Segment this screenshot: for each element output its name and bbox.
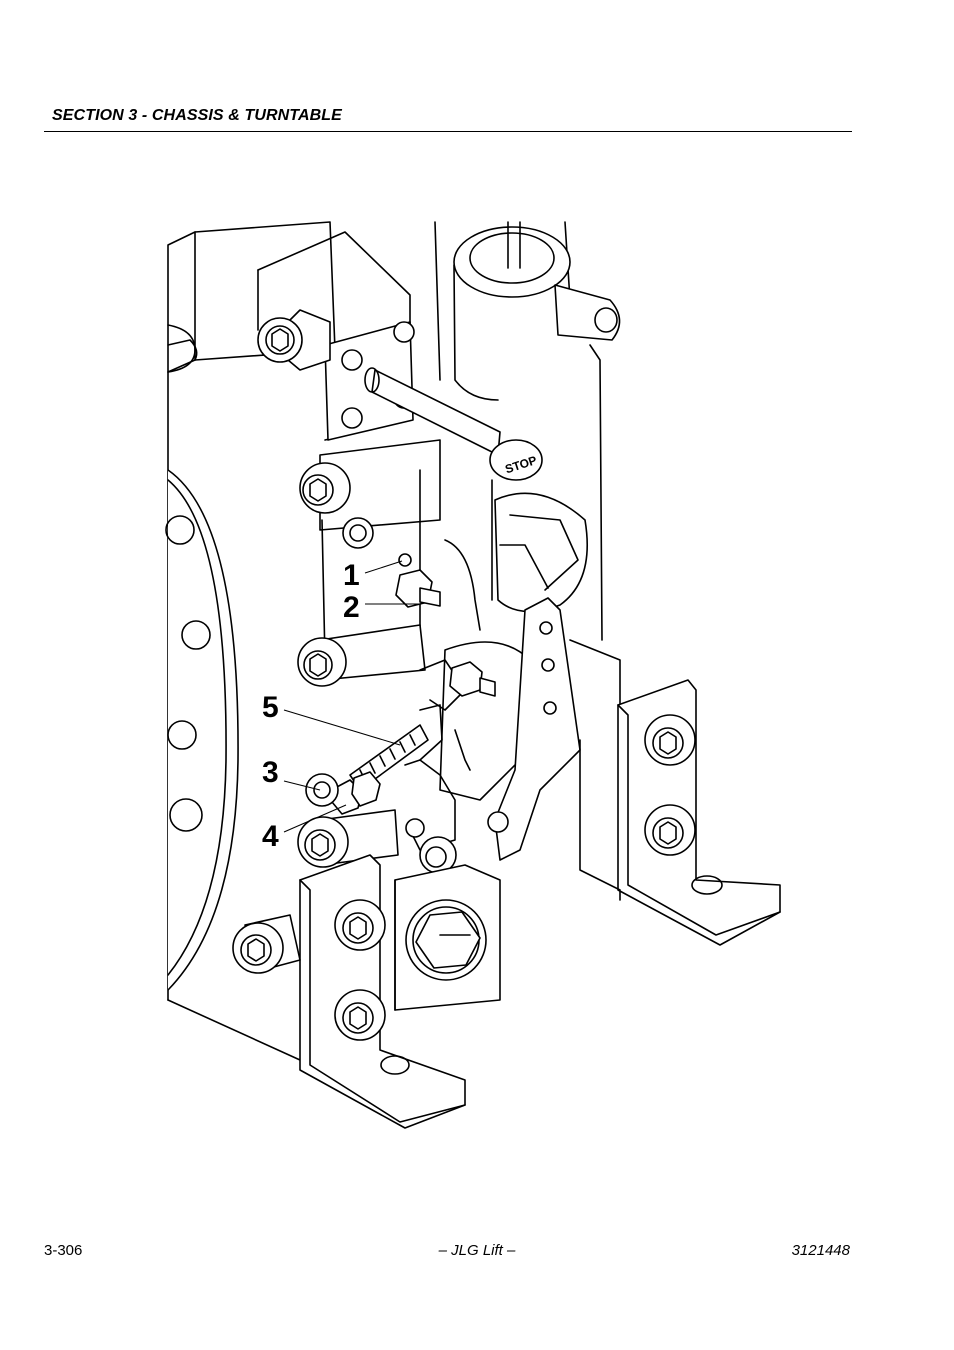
engine-illustration: STOP bbox=[165, 221, 781, 1129]
socket-bolt-left-1 bbox=[299, 439, 441, 531]
callout-5: 5 bbox=[262, 691, 279, 724]
socket-bolt-center bbox=[419, 836, 457, 874]
leader-3 bbox=[283, 780, 321, 791]
adjust-bolt bbox=[331, 724, 429, 815]
socket-bolt-left-2 bbox=[297, 624, 426, 687]
header-divider bbox=[44, 131, 852, 132]
page-number: 3-306 bbox=[44, 1242, 83, 1259]
callout-3: 3 bbox=[262, 756, 279, 789]
hex-plug bbox=[405, 899, 487, 981]
footer-brand: – JLG Lift – bbox=[438, 1242, 516, 1259]
socket-bolt-right-1 bbox=[644, 714, 696, 766]
socket-bolt-right-2 bbox=[644, 804, 696, 856]
socket-bolt-foot-1 bbox=[334, 899, 386, 951]
socket-bolt-engine bbox=[232, 914, 301, 974]
callout-4: 4 bbox=[262, 820, 279, 853]
callout-1: 1 bbox=[343, 559, 360, 592]
leader-1 bbox=[364, 560, 403, 574]
leader-5 bbox=[283, 709, 401, 746]
engine-figure: STOP bbox=[150, 210, 800, 1140]
socket-bolt-small bbox=[305, 773, 339, 807]
section-title: SECTION 3 - CHASSIS & TURNTABLE bbox=[52, 107, 342, 124]
socket-bolt-upper bbox=[257, 309, 331, 371]
callout-2: 2 bbox=[343, 591, 360, 624]
stop-knob: STOP bbox=[489, 439, 543, 481]
leader-4 bbox=[283, 804, 347, 833]
adjust-screw-nut bbox=[395, 569, 441, 608]
document-number: 3121448 bbox=[791, 1242, 850, 1259]
socket-bolt-left-3 bbox=[297, 809, 399, 868]
socket-bolt-foot-2 bbox=[334, 989, 386, 1041]
